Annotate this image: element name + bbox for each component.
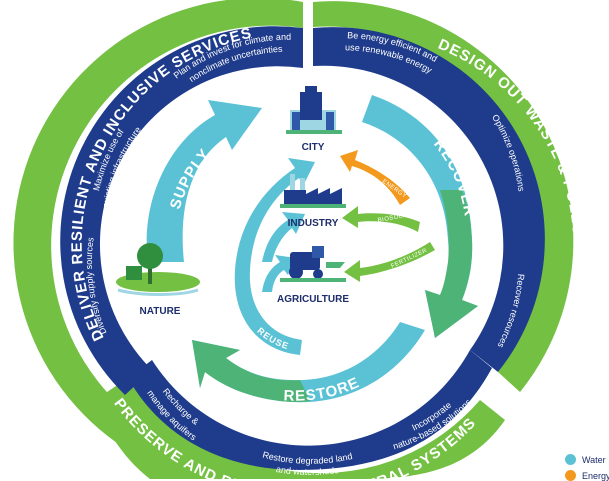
inner-band-bottom [128, 350, 492, 470]
legend-energy-label: Energy [582, 470, 609, 481]
industry-label: INDUSTRY [288, 218, 339, 229]
industry-icon [280, 174, 346, 208]
restore-land-text-line2: and watersheds [275, 464, 340, 477]
city-label: CITY [302, 142, 325, 153]
outer-ring-bottom-segment [95, 370, 505, 479]
inner-band-right [313, 27, 545, 372]
legend-energy: Energy [565, 470, 609, 481]
legend-water-label: Water [582, 454, 606, 465]
nature-label: NATURE [140, 306, 181, 317]
agriculture-icon [280, 246, 346, 282]
agriculture-label: AGRICULTURE [277, 294, 349, 305]
biosolids-flow: BIOSOLIDS [342, 206, 420, 232]
outer-ring-left-segment [13, 0, 303, 465]
outer-ring [13, 0, 574, 479]
nature-icon [116, 243, 200, 296]
legend-water-swatch [565, 454, 576, 465]
legend-water: Water [565, 454, 606, 465]
inner-band [60, 26, 545, 470]
outer-ring-right-segment [313, 1, 574, 393]
inner-band-left [60, 26, 304, 395]
city-icon [286, 86, 342, 134]
reuse-arrows: REUSE [234, 158, 315, 355]
legend-energy-swatch [565, 470, 576, 481]
